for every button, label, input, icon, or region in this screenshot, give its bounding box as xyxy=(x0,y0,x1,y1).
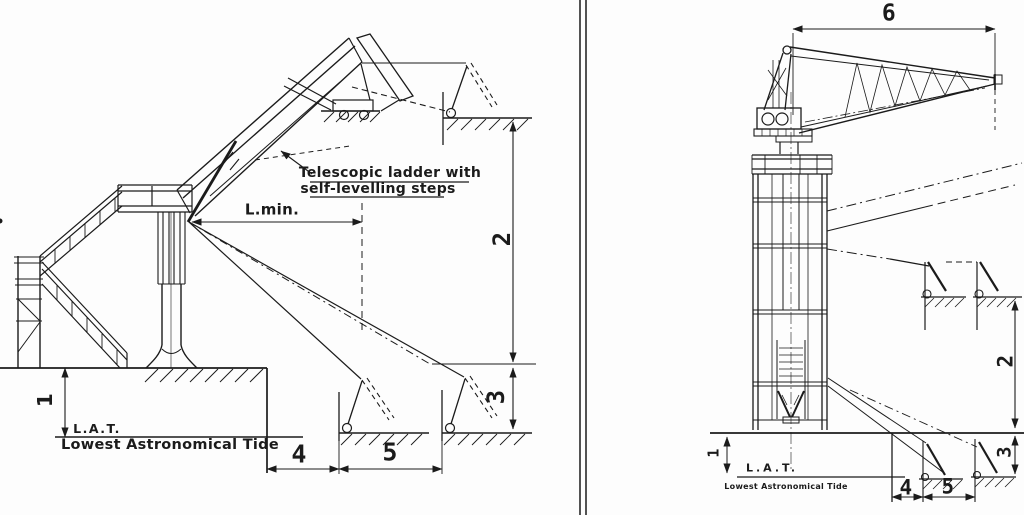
boat-upper-position-2 xyxy=(442,62,532,145)
folded-ladder-boom xyxy=(753,45,1003,154)
side-lat-name: Lowest Astronomical Tide xyxy=(61,436,279,453)
front-lat-abbr: L.A.T. xyxy=(745,461,799,475)
front-dim-reach: 6 xyxy=(881,0,897,27)
front-dim-tide-range: 1 xyxy=(704,448,723,458)
tower-swing-lines xyxy=(826,162,1023,474)
side-dim-tide-range: 1 xyxy=(33,392,57,408)
ladder-swing-lines xyxy=(188,221,465,380)
side-lat-abbr: L.A.T. xyxy=(73,420,121,436)
telescopic-ladder-boom xyxy=(176,37,466,223)
side-elevation-view xyxy=(0,33,536,474)
pedestal-column xyxy=(0,212,198,369)
front-lat-name: Lowest Astronomical Tide xyxy=(724,482,848,491)
quay-and-waterline xyxy=(0,367,303,473)
front-dim-upper-height: 2 xyxy=(993,354,1018,368)
front-dim-boat-spacing: 5 xyxy=(941,474,955,499)
side-view-dimensions xyxy=(61,121,536,474)
view-divider xyxy=(579,0,587,515)
boat-upper-position-1 xyxy=(321,33,415,123)
front-quay-and-waterline xyxy=(710,432,1024,502)
front-elevation-view xyxy=(710,25,1024,502)
side-lmin-label: L.min. xyxy=(244,200,300,219)
front-boats-lower xyxy=(919,439,1016,502)
front-dim-lower-height: 3 xyxy=(993,446,1016,458)
boats-lower-positions xyxy=(338,375,532,446)
side-dim-lower-height: 3 xyxy=(482,389,510,405)
front-view-dimensions xyxy=(723,25,1019,501)
side-dim-quay-offset: 4 xyxy=(291,439,307,469)
side-dim-upper-height: 2 xyxy=(488,231,516,247)
annotation-line2: self-levelling steps xyxy=(300,181,456,197)
side-dim-boat-spacing: 5 xyxy=(382,437,398,467)
annotation-line1: Telescopic ladder with xyxy=(298,165,482,181)
lattice-tower xyxy=(751,92,833,470)
access-stair-structure xyxy=(14,184,193,369)
boats-mid-positions xyxy=(921,261,1022,330)
front-dim-quay-offset: 4 xyxy=(899,475,913,500)
